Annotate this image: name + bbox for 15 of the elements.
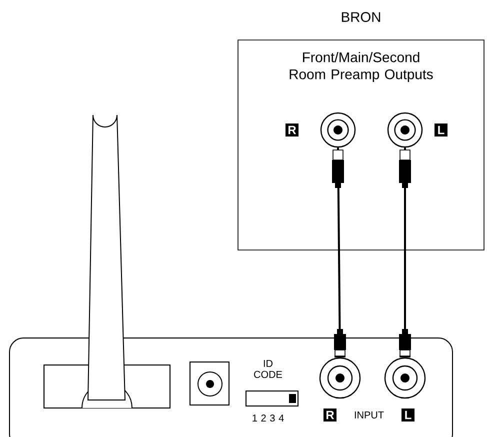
rca-jack	[319, 357, 361, 399]
channel-badge: R	[324, 408, 336, 422]
rca-jack	[384, 357, 426, 399]
id-code-label: ID CODE	[254, 360, 282, 378]
receiver-drawing	[9, 338, 453, 437]
node-label: BRON	[342, 12, 380, 22]
channel-badge: R	[286, 124, 298, 136]
rca-cable	[399, 148, 411, 358]
rca-jack	[320, 112, 356, 148]
switch-numbers: 1 2 3 4	[252, 414, 284, 422]
input-label: INPUT	[354, 412, 384, 418]
channel-badge: L	[434, 124, 448, 136]
rca-jack	[387, 112, 423, 148]
rca-cable	[332, 148, 346, 358]
channel-badge: L	[402, 408, 414, 422]
